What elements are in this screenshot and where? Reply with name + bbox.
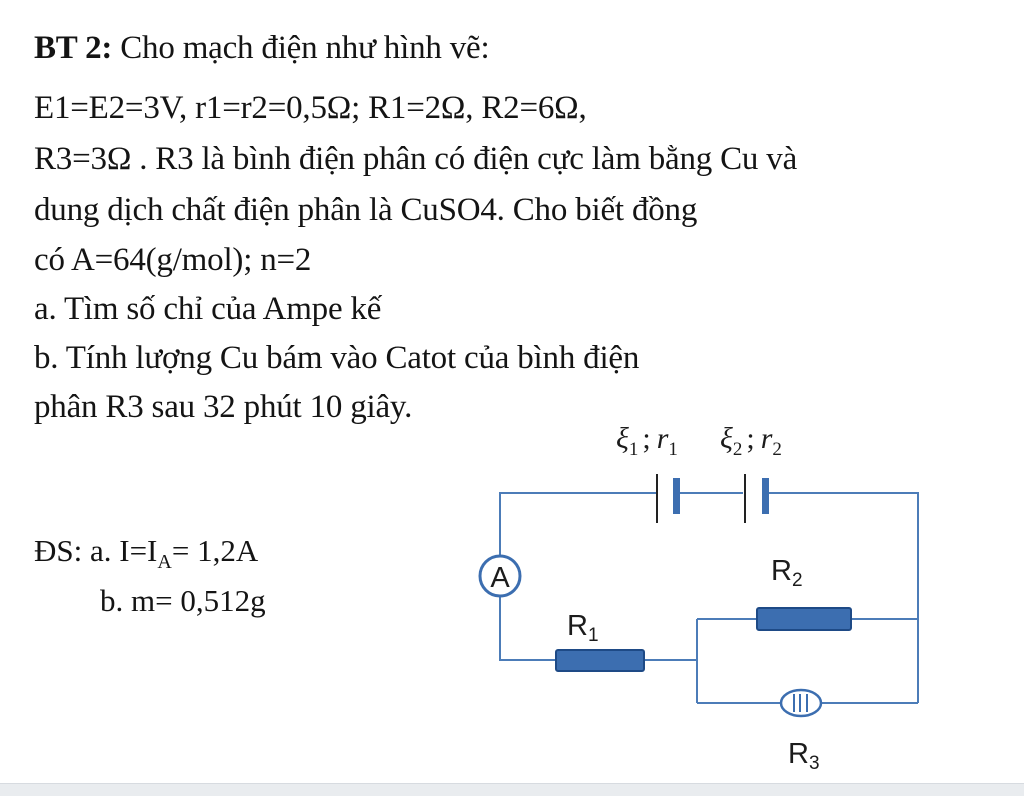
problem-line-6: a. Tìm số chỉ của Ampe kế — [34, 291, 382, 327]
problem-intro: Cho mạch điện như hình vẽ: — [120, 30, 490, 66]
r1-label: R1 — [567, 610, 599, 646]
resistor-r1 — [555, 649, 645, 672]
electrolytic-cell-r3-icon — [779, 688, 823, 718]
bottom-bar — [0, 783, 1024, 796]
battery-source-1-icon — [656, 474, 680, 523]
problem-line-4: dung dịch chất điện phân là CuSO4. Cho b… — [34, 192, 698, 228]
r2-label: R2 — [771, 555, 803, 591]
source-2-label: ξ2;r2 — [720, 422, 782, 460]
ammeter-label: A — [490, 562, 510, 594]
answer-b: b. m= 0,512g — [100, 583, 266, 618]
wire-top-right — [769, 492, 919, 703]
ammeter-icon: A — [478, 554, 522, 598]
problem-line-5: có A=64(g/mol); n=2 — [34, 242, 312, 278]
wire-top-left — [499, 492, 656, 560]
answer-a-value: = 1,2A — [171, 533, 259, 568]
problem-line-1: BT 2: Cho mạch điện như hình vẽ: — [34, 28, 490, 68]
problem-line-3: R3=3Ω . R3 là bình điện phân có điện cực… — [34, 141, 798, 177]
battery-source-2-icon — [744, 474, 769, 523]
answer-a-current: I=I — [119, 533, 158, 568]
problem-line-2: E1=E2=3V, r1=r2=0,5Ω; R1=2Ω, R2=6Ω, — [34, 90, 587, 126]
answer-a: ĐS: a. I=IA= 1,2A — [34, 532, 259, 573]
wire-left-lower — [499, 597, 556, 661]
problem-line-8: phân R3 sau 32 phút 10 giây. — [34, 389, 413, 425]
problem-label: BT 2: — [34, 30, 113, 66]
resistor-r2 — [756, 607, 852, 631]
source-1-label: ξ1;r1 — [616, 422, 678, 460]
problem-line-7: b. Tính lượng Cu bám vào Catot của bình … — [34, 340, 640, 376]
answer-a-prefix: ĐS: a. — [34, 533, 120, 568]
answer-a-subscript: A — [157, 551, 172, 573]
r3-label: R3 — [788, 738, 820, 774]
